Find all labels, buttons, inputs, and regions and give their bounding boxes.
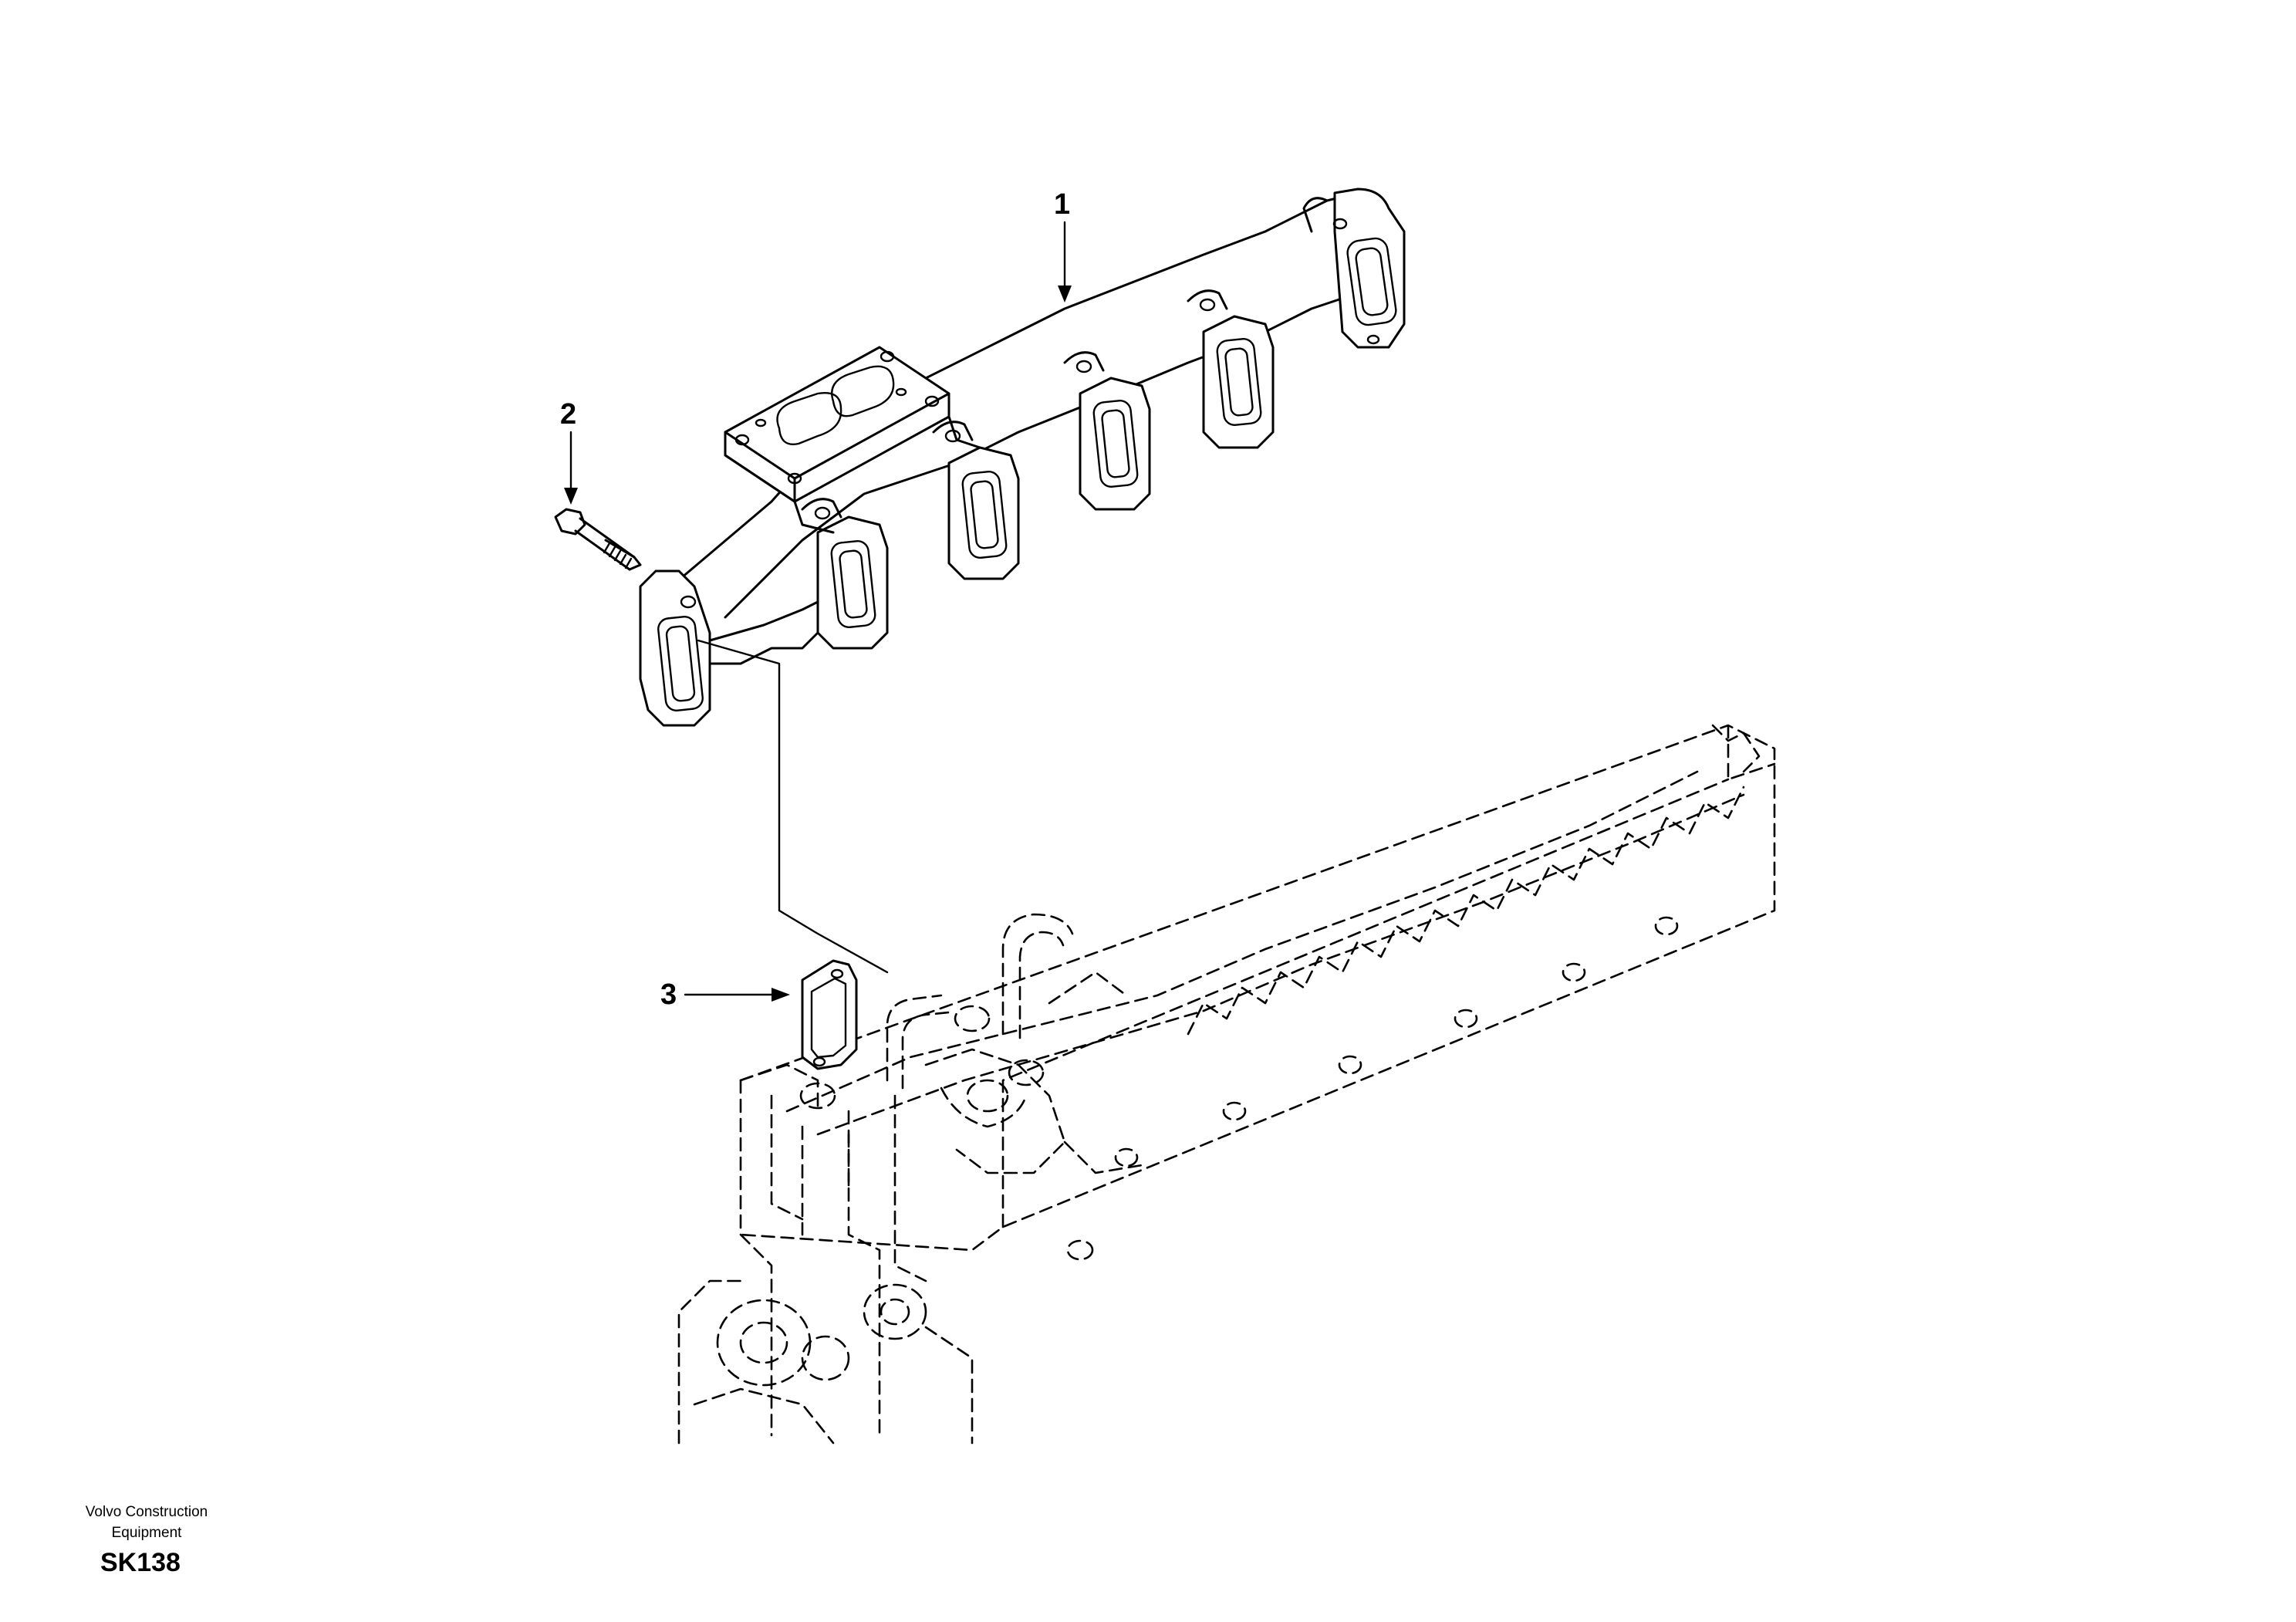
engine-head-phantom bbox=[677, 724, 1776, 1445]
manifold-bolt bbox=[554, 508, 642, 571]
exhaust-gasket bbox=[801, 959, 858, 1070]
exhaust-manifold bbox=[639, 188, 1406, 727]
callout-part-2: 2 bbox=[560, 398, 577, 431]
company-name-line2: Equipment bbox=[111, 1525, 182, 1541]
drawing-code: SK138 bbox=[100, 1548, 181, 1577]
callout-part-3: 3 bbox=[660, 978, 677, 1011]
company-name-line1: Volvo Construction bbox=[85, 1504, 208, 1520]
leader-lines bbox=[564, 221, 1072, 1002]
callout-part-1: 1 bbox=[1054, 188, 1071, 221]
company-name: Volvo Construction Equipment bbox=[46, 1502, 247, 1543]
